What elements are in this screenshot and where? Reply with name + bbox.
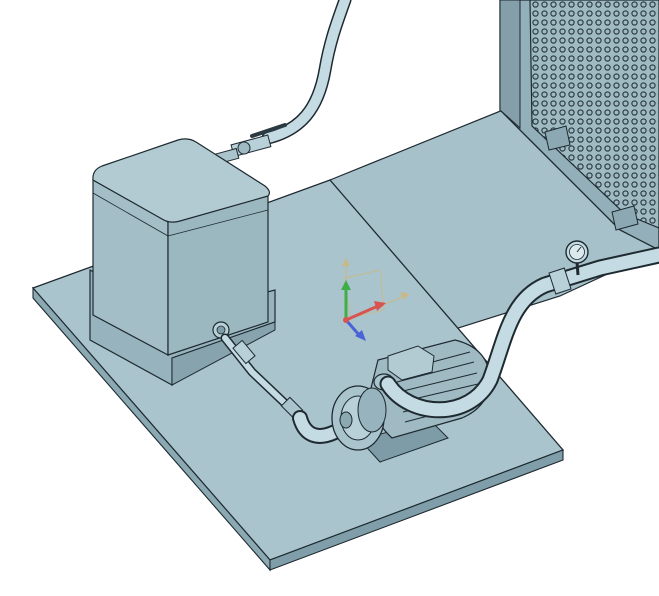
delivery-hose (379, 246, 659, 419)
suction-pipe (220, 333, 304, 420)
pressure-gauge-icon (565, 240, 589, 276)
circulation-pump (331, 339, 491, 463)
coordinate-triad-icon (341, 258, 410, 341)
radiator-grille (529, 0, 659, 229)
radiator-unit (499, 0, 659, 251)
pump-inlet-elbow (292, 410, 343, 444)
return-hose (261, 0, 352, 145)
coolant-tank (89, 138, 276, 387)
